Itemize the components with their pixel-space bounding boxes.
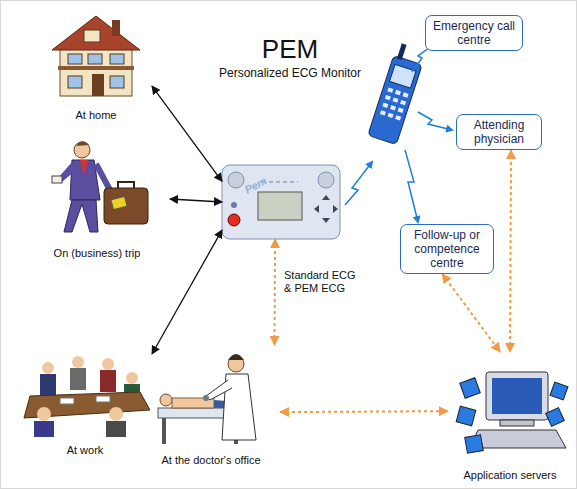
service-box: Follow-up or competence centre	[400, 224, 494, 274]
ecg-device: Pem	[222, 165, 340, 239]
node-label: Application servers	[462, 469, 559, 482]
location-arrow	[152, 86, 222, 181]
data-flow-arrow	[273, 239, 276, 345]
node-label: At home	[74, 109, 119, 122]
traveller-illustration	[52, 141, 148, 232]
wireless-links	[345, 40, 452, 222]
location-picture: On (business) trip	[24, 138, 170, 260]
node-label: Follow-up or competence centre	[406, 228, 488, 270]
computer-illustration	[456, 372, 568, 453]
phone-illustration	[368, 42, 427, 144]
service-box: Emergency call centre	[425, 15, 523, 51]
node-label: Attending physician	[462, 118, 536, 146]
house-illustration	[52, 16, 140, 96]
node-label: At the doctor's office	[159, 454, 262, 467]
ecg-device-illustration	[222, 165, 340, 239]
location-arrow	[152, 230, 222, 354]
data-flow-arrow	[442, 274, 500, 352]
data-flow-arrow	[280, 410, 448, 413]
location-picture: At work	[18, 345, 152, 457]
server-picture: Application servers	[448, 352, 572, 482]
doctor-illustration	[158, 354, 256, 444]
data-flow-arrow	[510, 150, 511, 352]
node-label: On (business) trip	[52, 247, 143, 260]
location-arrow	[170, 199, 222, 202]
service-box: Attending physician	[456, 114, 542, 150]
subtitle-label: Personalized ECG Monitor	[160, 66, 420, 80]
node-label: Emergency call centre	[431, 19, 517, 47]
node-label: Pem	[243, 174, 269, 196]
meeting-illustration	[24, 356, 150, 437]
location-picture: At the doctor's office	[142, 345, 280, 467]
node-label: At work	[65, 444, 106, 457]
edge-label: Standard ECG & PEM ECG	[282, 268, 366, 296]
location-picture: At home	[40, 10, 152, 122]
diagram-title: PEM	[180, 34, 400, 64]
